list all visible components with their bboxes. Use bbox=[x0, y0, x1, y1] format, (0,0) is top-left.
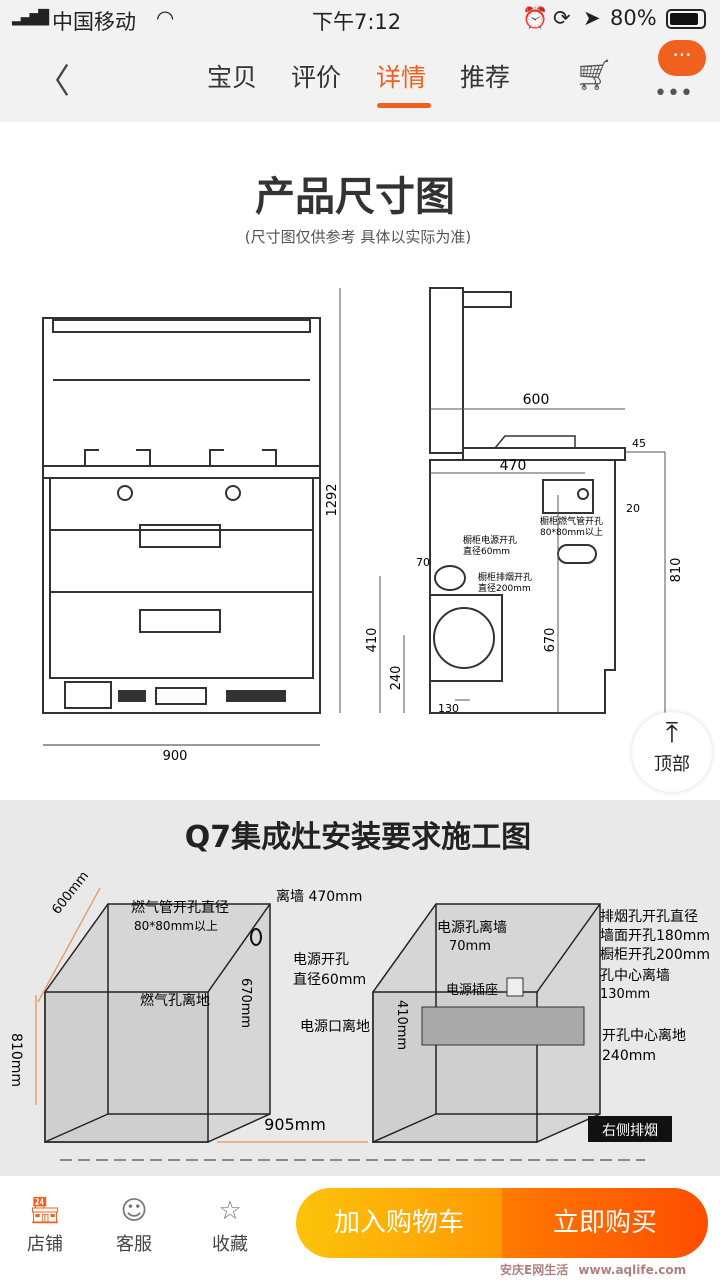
dim-height: 1292 bbox=[325, 483, 340, 516]
power-wall: 电源孔离墙 bbox=[437, 919, 507, 936]
bottom-bar: 🏪︎ 店铺 ☺ 客服 ☆ 收藏 加入购物车 立即购买 安庆E网生活 www.aq… bbox=[0, 1176, 720, 1280]
exhaust-hole-label: 橱柜排烟开孔 bbox=[478, 571, 532, 583]
cart-icon[interactable]: 🛒︎ bbox=[575, 58, 614, 93]
center-wall-val: 130mm bbox=[600, 987, 650, 1002]
dim-670: 670 bbox=[543, 628, 558, 653]
exhaust-hole-size: 直径200mm bbox=[478, 582, 531, 594]
install-title: Q7集成灶安装要求施工图 bbox=[185, 820, 531, 855]
alarm-icon: ⏰ bbox=[522, 6, 549, 30]
menu-badge[interactable]: ··· bbox=[658, 40, 706, 76]
dim-410: 410 bbox=[365, 628, 380, 653]
dim-810: 810 bbox=[669, 558, 684, 583]
favorite-button[interactable]: ☆ 收藏 bbox=[195, 1196, 265, 1256]
power-hole-size: 直径60mm bbox=[463, 545, 510, 557]
install-height: 810mm bbox=[8, 1033, 24, 1087]
power-wall-val: 70mm bbox=[449, 939, 491, 954]
status-bar: ▂▄▆█ 中国移动 ◠ 下午7:12 ⏰ ⟳ ➤ 80% bbox=[0, 0, 720, 40]
install-diagram: Q7集成灶安装要求施工图 600mm 810mm 905mm 燃气管开孔直径 8… bbox=[8, 820, 710, 1161]
exhaust-cabinet: 橱柜开孔200mm bbox=[600, 947, 710, 963]
power-hole: 电源开孔 bbox=[293, 952, 349, 968]
socket-label: 电源插座 bbox=[446, 983, 498, 998]
install-depth: 600mm bbox=[49, 869, 92, 918]
gas-hole-label: 橱柜燃气管开孔 bbox=[540, 515, 603, 527]
battery-icon bbox=[666, 9, 706, 29]
gas-hole bbox=[250, 928, 262, 946]
shop-label: 店铺 bbox=[27, 1234, 63, 1255]
watermark-url: www.aqlife.com bbox=[578, 1263, 687, 1277]
signal-icon: ▂▄▆█ bbox=[12, 10, 49, 26]
size-diagram: 产品尺寸图 (尺寸图仅供参考 具体以实际为准) 900 600 470 45 2… bbox=[42, 174, 684, 764]
buy-now-button[interactable]: 立即购买 bbox=[502, 1188, 708, 1258]
chat-icon: ☺ bbox=[120, 1196, 148, 1226]
tab-recommend[interactable]: 推荐 bbox=[460, 63, 511, 92]
tab-details[interactable]: 详情 bbox=[376, 63, 427, 92]
side-dimension-lines bbox=[339, 288, 666, 713]
nav-bar: 〈 宝贝 评价 详情 推荐 🛒︎ ••• ··· bbox=[0, 40, 720, 122]
dim-depth: 600 bbox=[523, 392, 550, 408]
center-wall: 孔中心离墙 bbox=[600, 967, 670, 984]
dim-45: 45 bbox=[632, 437, 646, 450]
exhaust-pipe bbox=[421, 1006, 585, 1046]
side-view bbox=[429, 287, 626, 714]
dim-240: 240 bbox=[389, 666, 404, 691]
tab-baobei[interactable]: 宝贝 bbox=[207, 63, 258, 92]
install-section: Q7集成灶安装要求施工图 600mm 810mm 905mm 燃气管开孔直径 8… bbox=[0, 800, 720, 1176]
arrow-up-icon: ⤒ bbox=[665, 716, 679, 749]
battery-percent: 80% bbox=[610, 6, 657, 30]
shop-icon: 🏪︎ bbox=[28, 1196, 62, 1226]
power-hole-label: 橱柜电源开孔 bbox=[463, 534, 517, 546]
power-floor-val: 410mm bbox=[394, 1000, 409, 1050]
left-box bbox=[44, 903, 271, 1143]
size-title: 产品尺寸图 bbox=[255, 174, 455, 220]
size-chart-section: 产品尺寸图 (尺寸图仅供参考 具体以实际为准) 900 600 470 45 2… bbox=[0, 122, 720, 800]
back-to-top-label: 顶部 bbox=[654, 754, 690, 775]
service-label: 客服 bbox=[116, 1234, 152, 1255]
watermark-name: 安庆E网生活 bbox=[500, 1263, 569, 1277]
front-vents bbox=[118, 690, 286, 702]
install-gap: 905mm bbox=[264, 1115, 326, 1134]
dim-width: 900 bbox=[163, 749, 188, 764]
center-floor-val: 240mm bbox=[602, 1048, 656, 1064]
power-hole-size: 直径60mm bbox=[293, 971, 366, 988]
tab-reviews[interactable]: 评价 bbox=[291, 63, 342, 92]
exhaust-label: 排烟孔开孔直径 bbox=[600, 908, 698, 925]
star-icon: ☆ bbox=[218, 1196, 242, 1226]
add-to-cart-button[interactable]: 加入购物车 bbox=[296, 1188, 502, 1258]
gas-label: 燃气管开孔直径 bbox=[131, 899, 229, 916]
gas-hole-size: 80*80mm以上 bbox=[540, 527, 603, 538]
right-exhaust-badge: 右侧排烟 bbox=[602, 1123, 658, 1139]
rotation-lock-icon: ⟳ bbox=[553, 6, 571, 30]
size-subtitle: (尺寸图仅供参考 具体以实际为准) bbox=[245, 228, 471, 246]
gas-size: 80*80mm以上 bbox=[134, 919, 218, 933]
service-button[interactable]: ☺ 客服 bbox=[99, 1196, 169, 1256]
power-floor: 电源口离地 bbox=[300, 1018, 370, 1035]
location-icon: ➤ bbox=[583, 6, 601, 30]
carrier: 中国移动 bbox=[52, 10, 136, 34]
back-icon[interactable]: 〈 bbox=[36, 62, 70, 102]
front-view bbox=[42, 317, 321, 746]
wifi-icon: ◠ bbox=[156, 6, 175, 30]
watermark: 安庆E网生活 www.aqlife.com bbox=[500, 1262, 686, 1278]
gas-floor-val: 670mm bbox=[238, 978, 253, 1028]
dim-130: 130 bbox=[438, 702, 459, 715]
center-floor: 开孔中心离地 bbox=[602, 1027, 686, 1044]
favorite-label: 收藏 bbox=[212, 1234, 248, 1255]
dim-20: 20 bbox=[626, 502, 640, 515]
gas-floor: 燃气孔离地 bbox=[140, 992, 210, 1009]
more-icon[interactable]: ••• bbox=[654, 81, 693, 106]
time: 下午7:12 bbox=[312, 10, 402, 34]
dim-470: 470 bbox=[500, 458, 527, 474]
dim-70: 70 bbox=[416, 556, 430, 569]
gas-wall: 离墙 470mm bbox=[276, 888, 362, 905]
active-tab-indicator bbox=[377, 103, 431, 108]
back-to-top-button[interactable]: ⤒ 顶部 bbox=[632, 712, 712, 792]
exhaust-wall: 墙面开孔180mm bbox=[600, 928, 710, 944]
shop-button[interactable]: 🏪︎ 店铺 bbox=[10, 1196, 80, 1256]
socket-icon bbox=[506, 977, 524, 997]
